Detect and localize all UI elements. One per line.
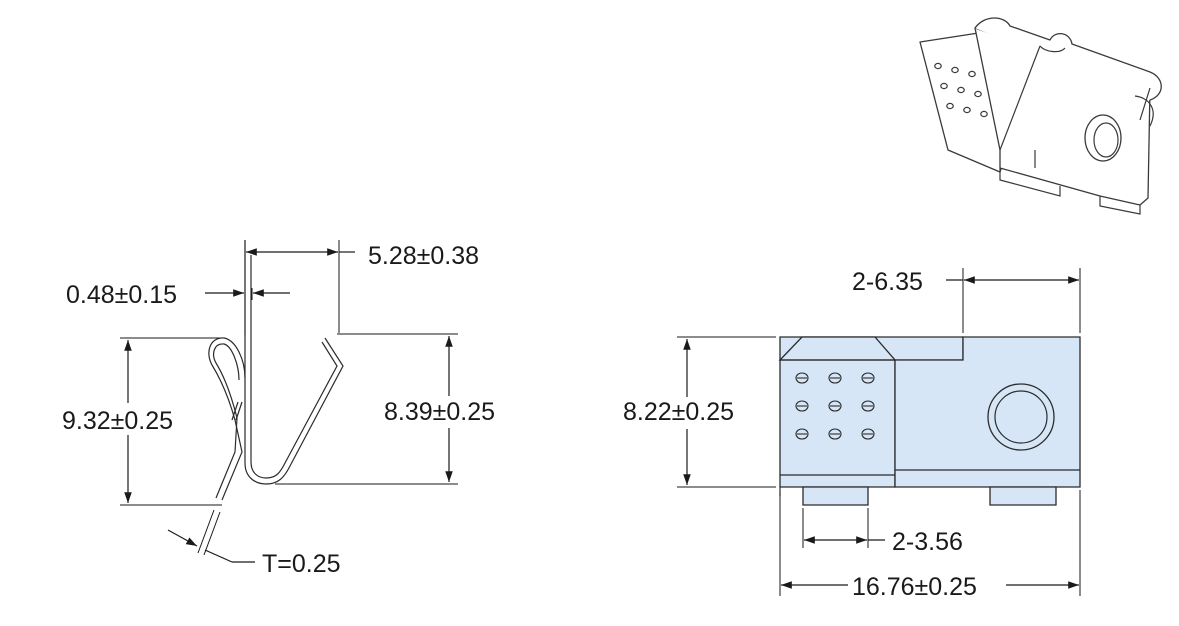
dim-length-text: 16.76±0.25: [852, 573, 977, 601]
dim-inner-height-text: 8.39±0.25: [384, 398, 495, 426]
front-view: 2-6.35 8.22±0.25 2-3.56 16.76±0.25: [620, 268, 1081, 602]
dim-outer-height-text: 9.32±0.25: [62, 407, 173, 435]
dim-tip-text: 0.48±0.15: [66, 281, 177, 309]
dimple-pattern: [795, 372, 875, 440]
clip-profile: [244, 240, 344, 485]
isometric-view: [919, 17, 1162, 215]
side-view: 5.28±0.38 0.48±0.15 9.32±0.25 8.39±0.25 …: [58, 240, 520, 578]
dim-slot-text: 2-6.35: [852, 268, 923, 296]
dim-height-text: 8.22±0.25: [623, 398, 734, 426]
dim-width-text: 5.28±0.38: [368, 242, 479, 270]
dim-tab-text: 2-3.56: [892, 528, 963, 556]
dim-thickness-text: T=0.25: [262, 550, 341, 578]
